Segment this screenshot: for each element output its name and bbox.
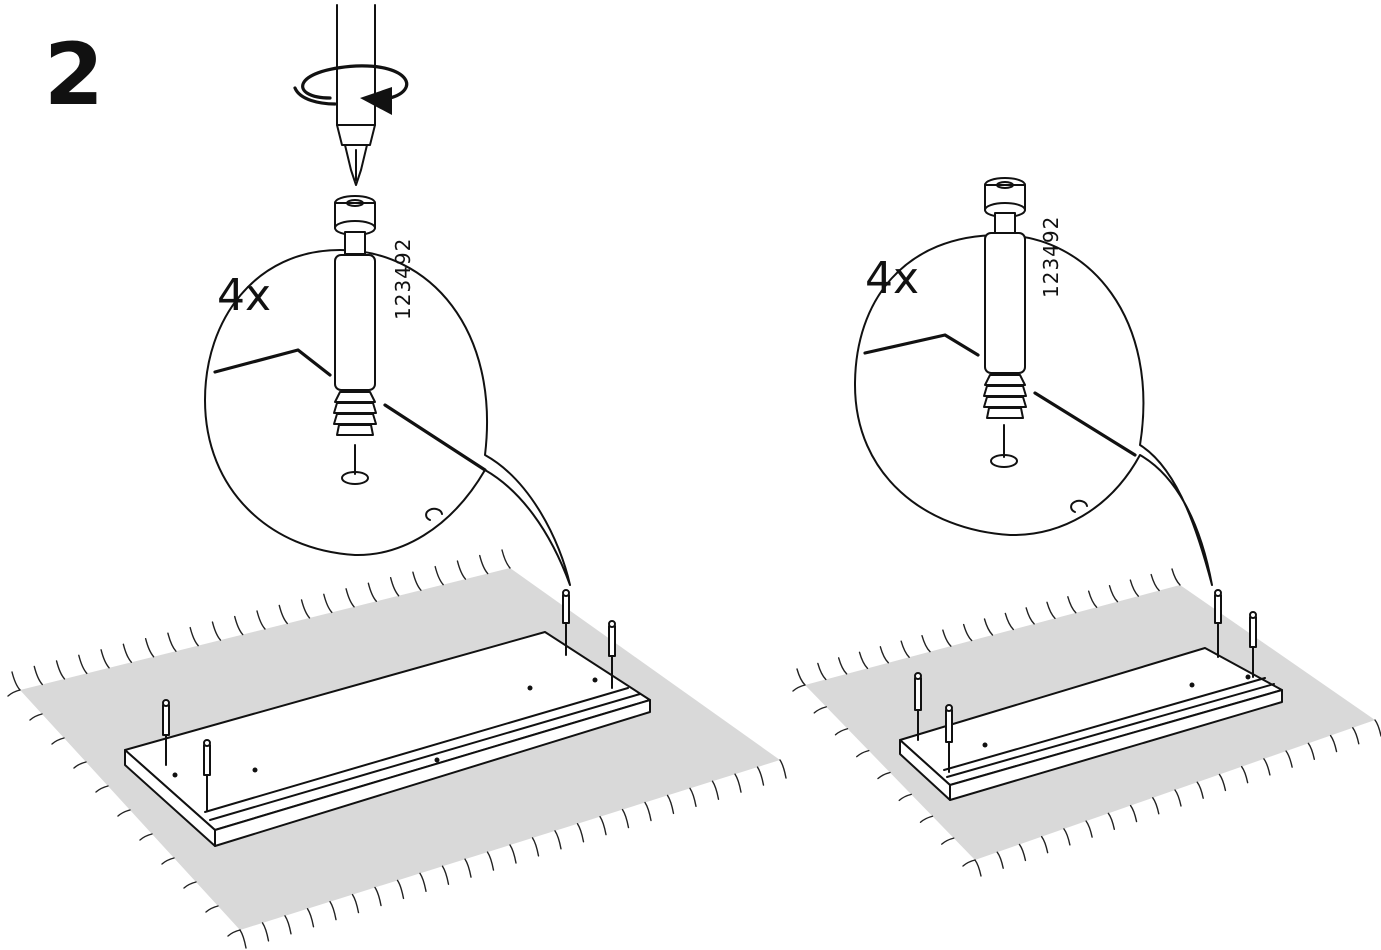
part-number-label: 123492 <box>391 238 415 320</box>
left-panel: 4x 123492 <box>7 4 787 949</box>
shelf-board-icon <box>124 631 651 847</box>
shelf-board-icon <box>899 647 1283 801</box>
step-number: 2 <box>44 25 104 125</box>
cam-lock-dowel-icon <box>983 177 1027 419</box>
quantity-label: 4x <box>217 270 271 321</box>
quantity-label: 4x <box>865 253 919 304</box>
detail-callout <box>204 249 571 586</box>
detail-callout <box>854 234 1213 586</box>
rotate-arrow-icon <box>293 64 409 115</box>
cam-lock-dowel-small-icon <box>162 589 616 811</box>
cam-lock-dowel-icon <box>333 195 377 436</box>
right-panel: 4x 123492 <box>792 177 1381 877</box>
part-number-label: 123492 <box>1039 216 1063 298</box>
cam-lock-dowel-small-icon <box>914 589 1257 773</box>
